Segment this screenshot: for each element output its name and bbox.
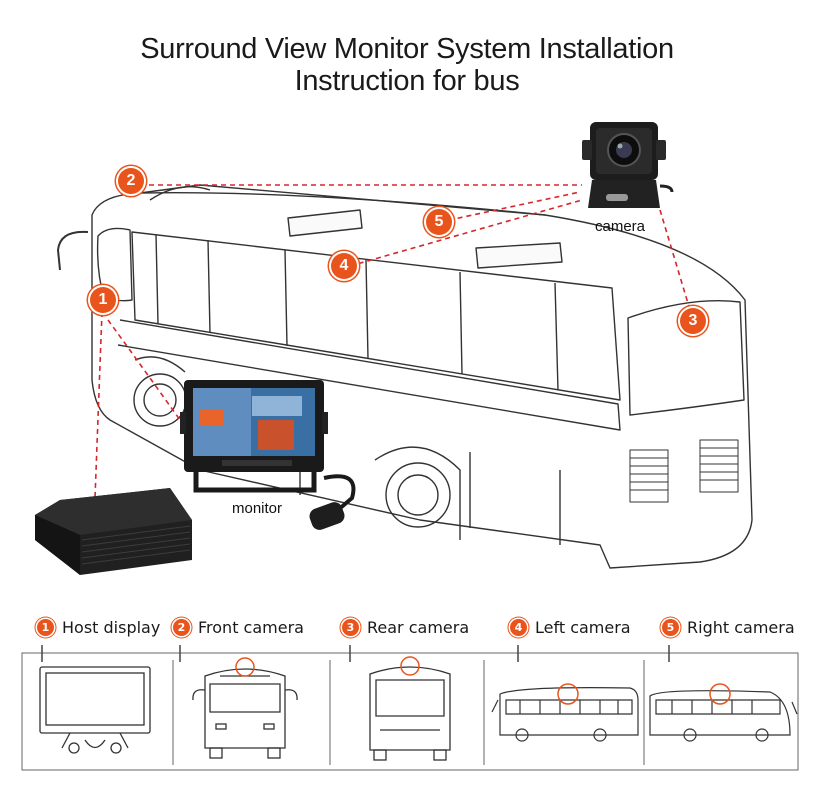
legend-front-camera-highlight [235, 657, 255, 677]
legend-ticks [41, 645, 670, 662]
page-title-line-2: Instruction for bus [294, 65, 520, 97]
legend-item-left-camera: 4 Left camera [510, 615, 631, 639]
page-title-line-1: Surround View Monitor System Installatio… [140, 33, 674, 65]
legend-item-front-camera: 2 Front camera [173, 615, 304, 639]
legend-label: Front camera [198, 617, 304, 637]
legend-badge: 5 [662, 618, 679, 636]
legend-right-camera-icon [649, 690, 798, 742]
marker-rear-camera: 3 [680, 308, 706, 334]
legend-badge: 3 [342, 618, 359, 636]
monitor-icon [180, 380, 356, 530]
legend-left-camera-highlight [557, 683, 579, 705]
legend-badge: 2 [173, 618, 190, 636]
legend-right-camera-highlight [709, 683, 731, 705]
legend-host-display-icon [39, 666, 151, 754]
bus-icon [57, 184, 753, 569]
legend-label: Left camera [535, 617, 631, 637]
monitor-label: monitor [232, 500, 283, 517]
marker-right-camera: 5 [426, 209, 452, 235]
legend-item-host-display: 1 Host display [37, 615, 160, 639]
host-box-icon [35, 488, 192, 575]
marker-left-camera: 4 [331, 253, 357, 279]
marker-host-display: 1 [90, 287, 116, 313]
legend-badge: 1 [37, 618, 54, 636]
legend-label: Right camera [687, 617, 795, 637]
camera-label: camera [595, 218, 646, 235]
legend-item-rear-camera: 3 Rear camera [342, 615, 469, 639]
camera-icon [582, 122, 674, 208]
connection-lines [94, 184, 691, 499]
legend-panel [21, 652, 799, 771]
marker-front-camera: 2 [118, 168, 144, 194]
legend-badge: 4 [510, 618, 527, 636]
legend-rear-camera-highlight [400, 656, 420, 676]
legend-item-right-camera: 5 Right camera [662, 615, 795, 639]
legend-label: Host display [62, 617, 161, 637]
legend-left-camera-icon [491, 687, 639, 742]
legend-rear-camera-icon [369, 666, 451, 761]
legend-label: Rear camera [367, 617, 470, 637]
legend-front-camera-icon [192, 668, 298, 759]
